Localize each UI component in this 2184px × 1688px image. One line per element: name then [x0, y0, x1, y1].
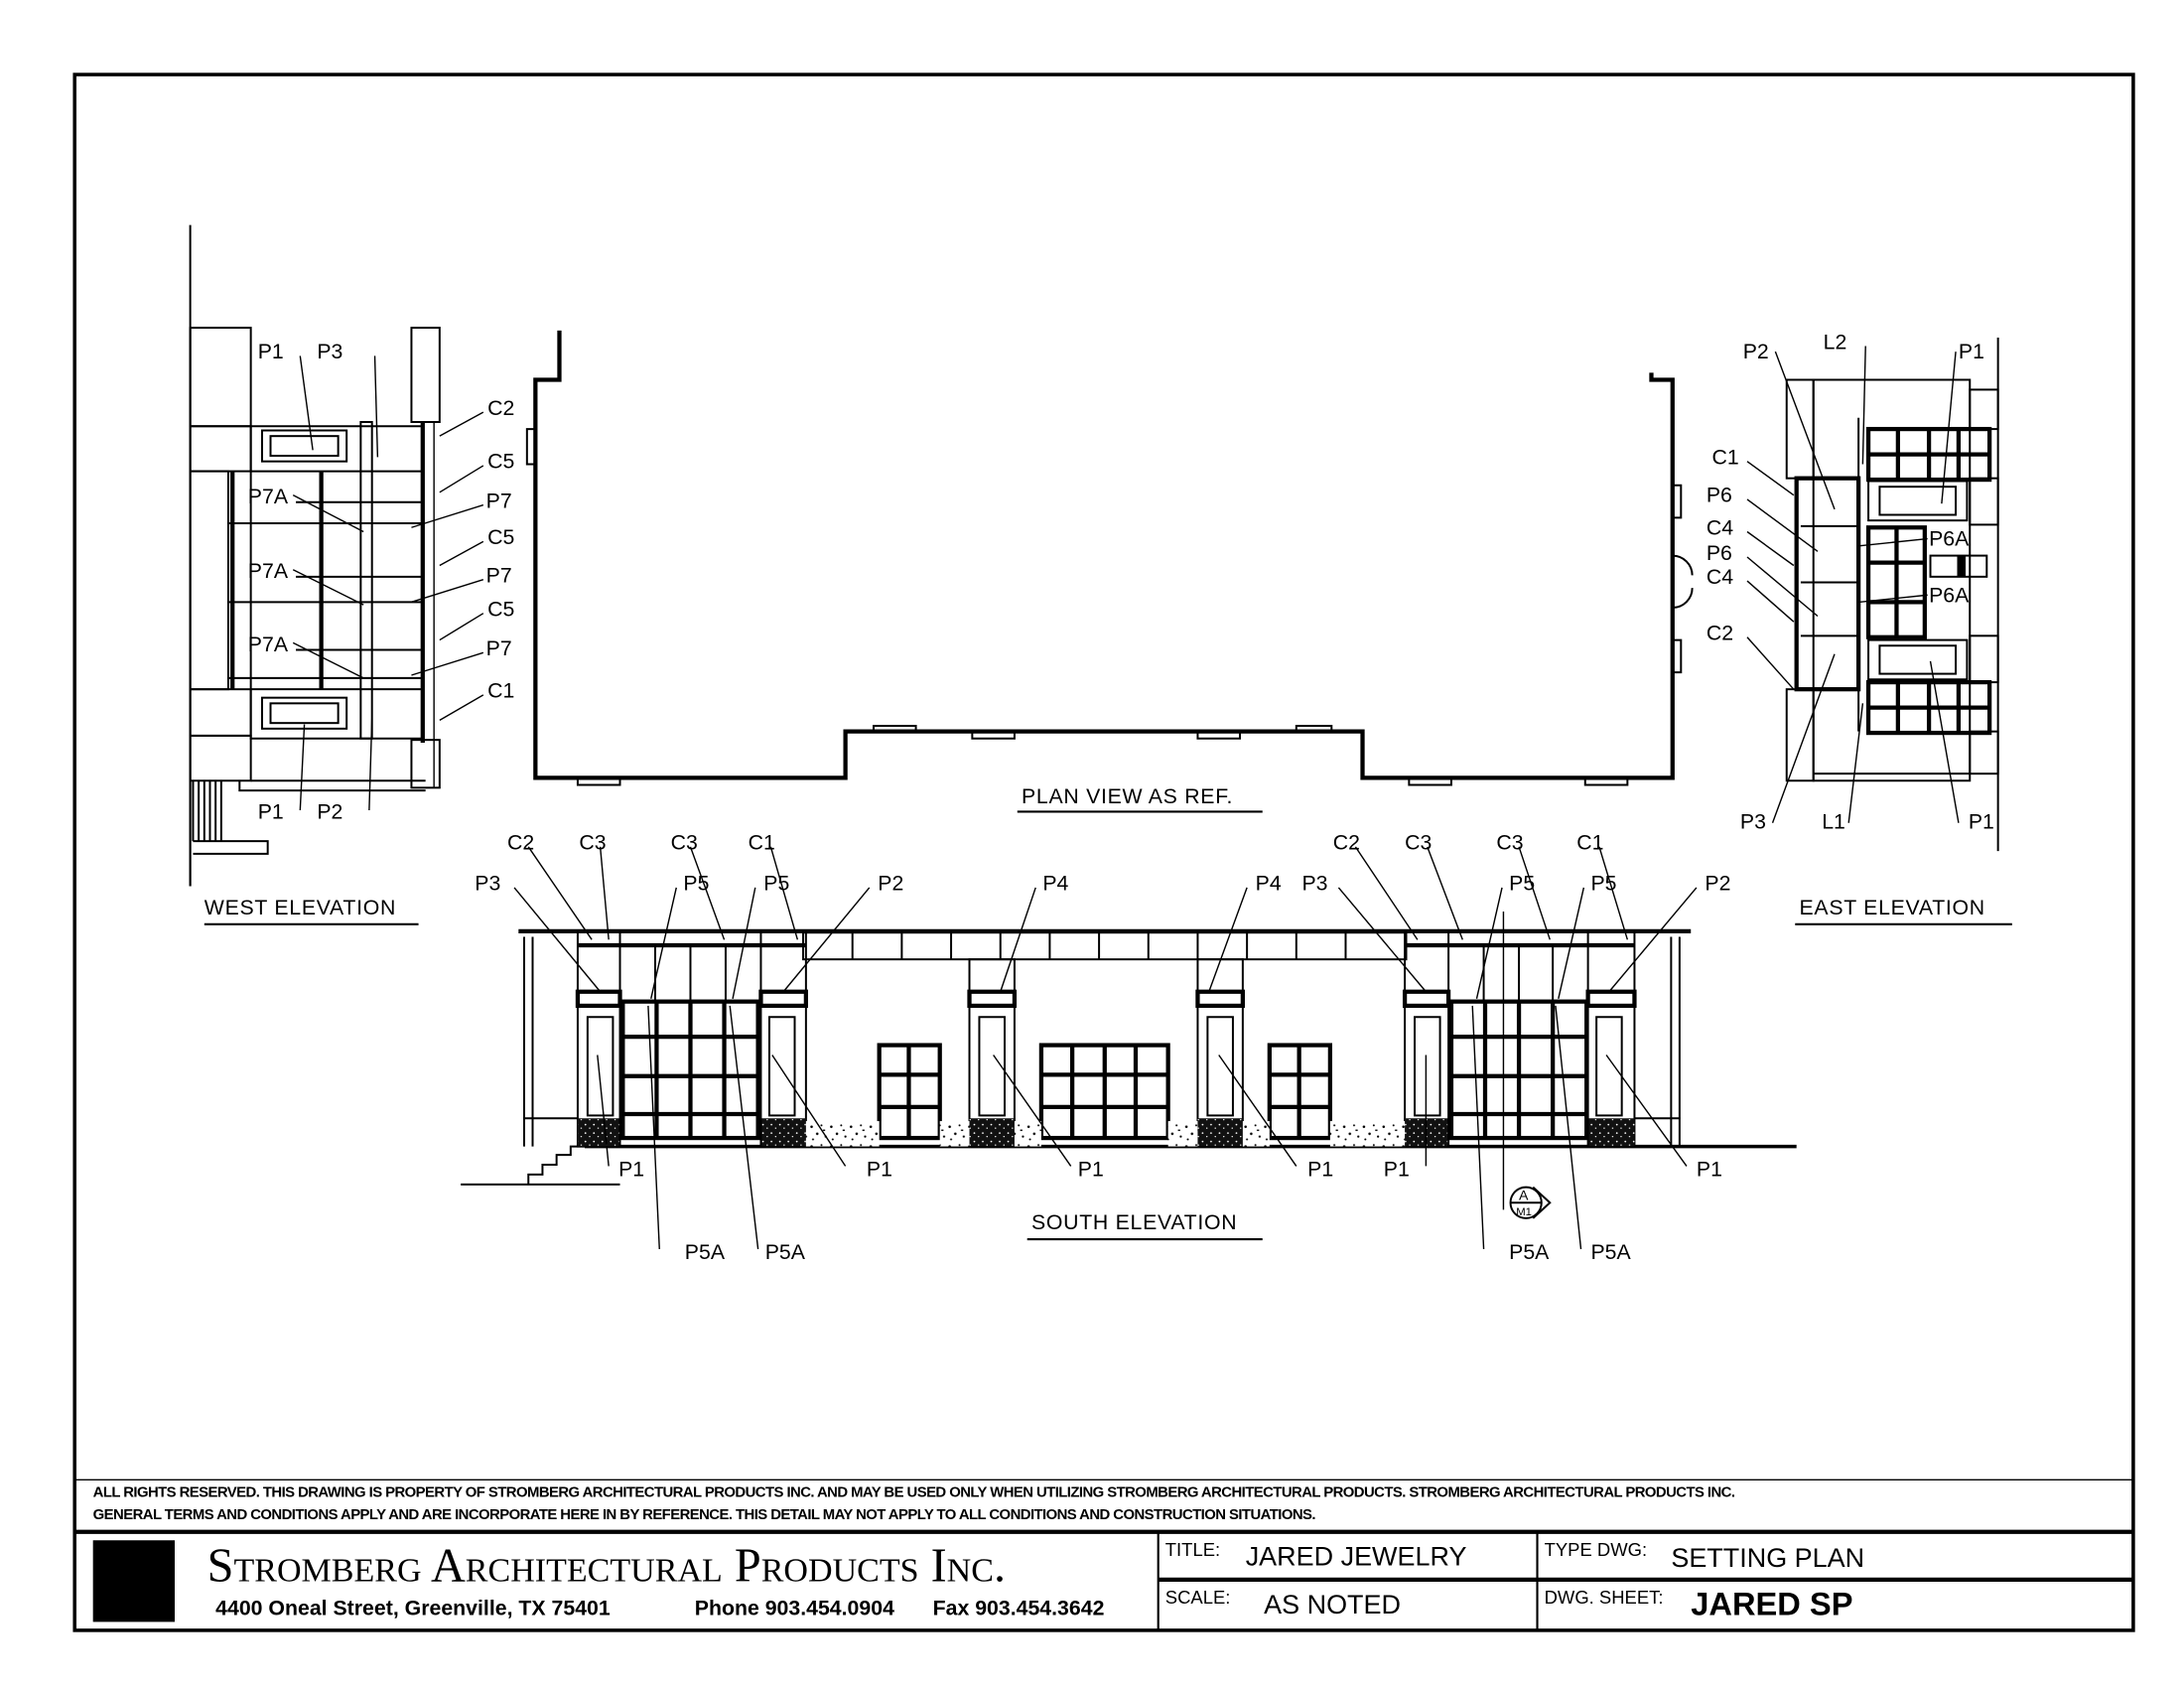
south-callout-label: P5A	[685, 1240, 726, 1264]
south-callout-label: P4	[1042, 872, 1068, 896]
south-callout-label: C3	[1405, 831, 1432, 855]
south-callout-label: P3	[475, 872, 500, 896]
south-callout-label: C2	[1333, 831, 1360, 855]
east-callout-label: P6	[1706, 484, 1732, 507]
west-callout-label: P3	[317, 340, 342, 363]
scale-value: AS NOTED	[1264, 1590, 1401, 1619]
company-name: Stromberg Architectural Products Inc.	[207, 1539, 1006, 1592]
east-callout-label: P6	[1706, 541, 1732, 565]
south-callout-label: P5	[683, 872, 709, 896]
south-callout-label: P1	[1078, 1157, 1104, 1181]
south-callout-label: P5A	[1590, 1240, 1631, 1264]
west-callout-label: C5	[487, 450, 514, 474]
type-dwg-label: TYPE DWG:	[1545, 1539, 1647, 1560]
section-marker-letter: A	[1519, 1188, 1529, 1203]
west-callout-label: P7A	[248, 633, 289, 656]
dwg-sheet-value: JARED SP	[1691, 1585, 1852, 1621]
east-callout-label: C2	[1706, 622, 1733, 645]
south-callout-label: P5A	[765, 1240, 806, 1264]
south-callout-label: P5	[1509, 872, 1535, 896]
south-elevation-title: SOUTH ELEVATION	[1031, 1210, 1237, 1234]
south-callout-label: P5A	[1509, 1240, 1550, 1264]
south-callout-label: P1	[867, 1157, 892, 1181]
type-dwg-value: SETTING PLAN	[1671, 1543, 1864, 1573]
east-callout-label: P6A	[1929, 583, 1970, 607]
title-block: Stromberg Architectural Products Inc. 44…	[92, 1531, 2133, 1630]
east-callout-label: C4	[1706, 515, 1733, 539]
west-callout-label: P7A	[248, 559, 289, 583]
east-callout-label: C1	[1712, 446, 1739, 470]
south-callout-label: C1	[749, 831, 775, 855]
south-callout-label: P3	[1301, 872, 1327, 896]
south-callout-label: P5	[1590, 872, 1616, 896]
section-marker-sheet: M1	[1516, 1206, 1532, 1218]
south-callout-label: P1	[618, 1157, 644, 1181]
west-callout-label: P1	[258, 800, 284, 824]
west-callout-label: C5	[487, 598, 514, 622]
west-callout-label: C2	[487, 396, 514, 420]
east-callout-label: L2	[1824, 330, 1847, 353]
west-callout-label: P7A	[248, 485, 289, 508]
south-callout-label: P2	[1705, 872, 1730, 896]
disclaimer-line-1: ALL RIGHTS RESERVED. THIS DRAWING IS PRO…	[93, 1484, 1735, 1500]
south-callout-label: C3	[579, 831, 606, 855]
east-callout-label: P1	[1959, 340, 1984, 363]
east-elevation-title: EAST ELEVATION	[1800, 896, 1985, 919]
west-elevation-title: WEST ELEVATION	[205, 896, 396, 919]
company-logo	[92, 1540, 175, 1622]
company-phone: Phone 903.454.0904	[695, 1596, 894, 1619]
east-callout-label: L1	[1822, 809, 1845, 833]
west-callout-label: P7	[486, 489, 512, 512]
east-callout-label: P3	[1740, 809, 1766, 833]
west-callout-label: C1	[487, 679, 514, 703]
sheet-border	[72, 72, 2135, 1632]
dwg-sheet-label: DWG. SHEET:	[1545, 1587, 1664, 1608]
west-callout-label: P7	[486, 564, 512, 588]
south-callout-label: C2	[507, 831, 534, 855]
west-callout-label: P1	[258, 340, 284, 363]
west-callout-label: P2	[317, 800, 342, 824]
title-label: TITLE:	[1165, 1539, 1220, 1560]
title-value: JARED JEWELRY	[1246, 1542, 1467, 1572]
company-fax: Fax 903.454.3642	[933, 1596, 1105, 1619]
south-callout-label: C3	[671, 831, 698, 855]
company-address: 4400 Oneal Street, Greenville, TX 75401	[215, 1596, 611, 1619]
south-callout-label: C3	[1496, 831, 1523, 855]
section-marker: A M1	[1509, 1186, 1552, 1219]
south-callout-label: P1	[1384, 1157, 1410, 1181]
west-callout-label: P7	[486, 636, 512, 660]
east-callout-label: P6A	[1929, 527, 1970, 551]
east-callout-label: P2	[1743, 340, 1769, 363]
west-callout-label: C5	[487, 525, 514, 549]
south-callout-label: P2	[878, 872, 903, 896]
east-callout-label: P1	[1969, 809, 1994, 833]
plan-view: PLAN VIEW AS REF.	[525, 330, 1694, 813]
south-callout-label: P4	[1256, 872, 1282, 896]
disclaimer-line-2: GENERAL TERMS AND CONDITIONS APPLY AND A…	[93, 1507, 1316, 1523]
south-callout-label: P1	[1307, 1157, 1333, 1181]
south-callout-label: C1	[1576, 831, 1603, 855]
east-callout-label: C4	[1706, 565, 1733, 589]
plan-view-title: PLAN VIEW AS REF.	[1022, 784, 1233, 808]
scale-label: SCALE:	[1165, 1587, 1231, 1608]
south-callout-label: P5	[763, 872, 789, 896]
south-callout-label: P1	[1697, 1157, 1722, 1181]
